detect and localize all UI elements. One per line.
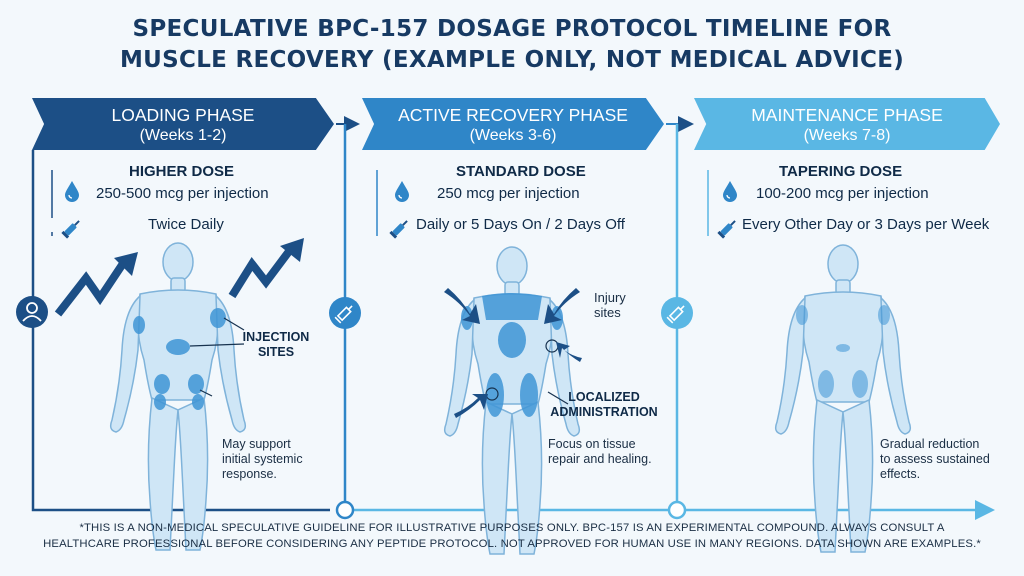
phase-note: Gradual reduction to assess sustained ef… — [880, 437, 990, 481]
phase-weeks: (Weeks 7-8) — [803, 127, 891, 144]
doctor-icon — [16, 296, 48, 328]
localized-administration-label: LOCALIZED ADMINISTRATION — [550, 390, 658, 419]
syringe-icon — [717, 220, 736, 239]
phase-banner-loading: LOADING PHASE (Weeks 1-2) — [32, 98, 334, 150]
droplet-icon — [395, 181, 409, 202]
frequency: Every Other Day or 3 Days per Week — [742, 216, 990, 233]
phase-weeks: (Weeks 3-6) — [469, 127, 557, 144]
body-figure-loading — [109, 242, 247, 551]
dose-value: 100-200 mcg per injection — [756, 185, 929, 202]
phase-name: ACTIVE RECOVERY PHASE — [398, 105, 628, 125]
page-title: SPECULATIVE BPC-157 DOSAGE PROTOCOL TIME… — [0, 14, 1024, 76]
phase-weeks: (Weeks 1-2) — [139, 127, 227, 144]
body-figure-maintenance — [774, 244, 912, 553]
phase-name: MAINTENANCE PHASE — [751, 105, 943, 125]
title-line-1: SPECULATIVE BPC-157 DOSAGE PROTOCOL TIME… — [132, 16, 892, 42]
disclaimer: *THIS IS A NON-MEDICAL SPECULATIVE GUIDE… — [0, 520, 1024, 552]
dose-title: TAPERING DOSE — [779, 163, 903, 180]
phase-banner-maintenance: MAINTENANCE PHASE (Weeks 7-8) — [694, 98, 1000, 150]
dose-value: 250 mcg per injection — [437, 185, 580, 202]
dose-value: 250-500 mcg per injection — [96, 185, 269, 202]
frequency: Daily or 5 Days On / 2 Days Off — [416, 216, 625, 233]
phase-name: LOADING PHASE — [111, 105, 255, 125]
syringe-icon — [389, 220, 408, 239]
syringe-icon — [661, 297, 693, 329]
syringe-icon — [61, 220, 80, 239]
disclaimer-line-1: *THIS IS A NON-MEDICAL SPECULATIVE GUIDE… — [79, 522, 945, 534]
phase-banner-active: ACTIVE RECOVERY PHASE (Weeks 3-6) — [362, 98, 664, 150]
injury-sites-label: Injury sites — [594, 290, 626, 320]
title-line-2: MUSCLE RECOVERY (EXAMPLE ONLY, NOT MEDIC… — [119, 47, 905, 73]
frequency: Twice Daily — [148, 216, 224, 233]
droplet-icon — [65, 181, 79, 202]
droplet-icon — [723, 181, 737, 202]
phase-note: May support initial systemic response. — [222, 437, 303, 481]
injection-sites-label: INJECTION SITES — [242, 330, 310, 359]
phase-note: Focus on tissue repair and healing. — [548, 437, 652, 466]
disclaimer-line-2: HEALTHCARE PROFESSIONAL BEFORE CONSIDERI… — [43, 538, 981, 550]
dose-title: HIGHER DOSE — [129, 163, 235, 180]
dose-title: STANDARD DOSE — [456, 163, 586, 180]
syringe-icon — [329, 297, 361, 329]
